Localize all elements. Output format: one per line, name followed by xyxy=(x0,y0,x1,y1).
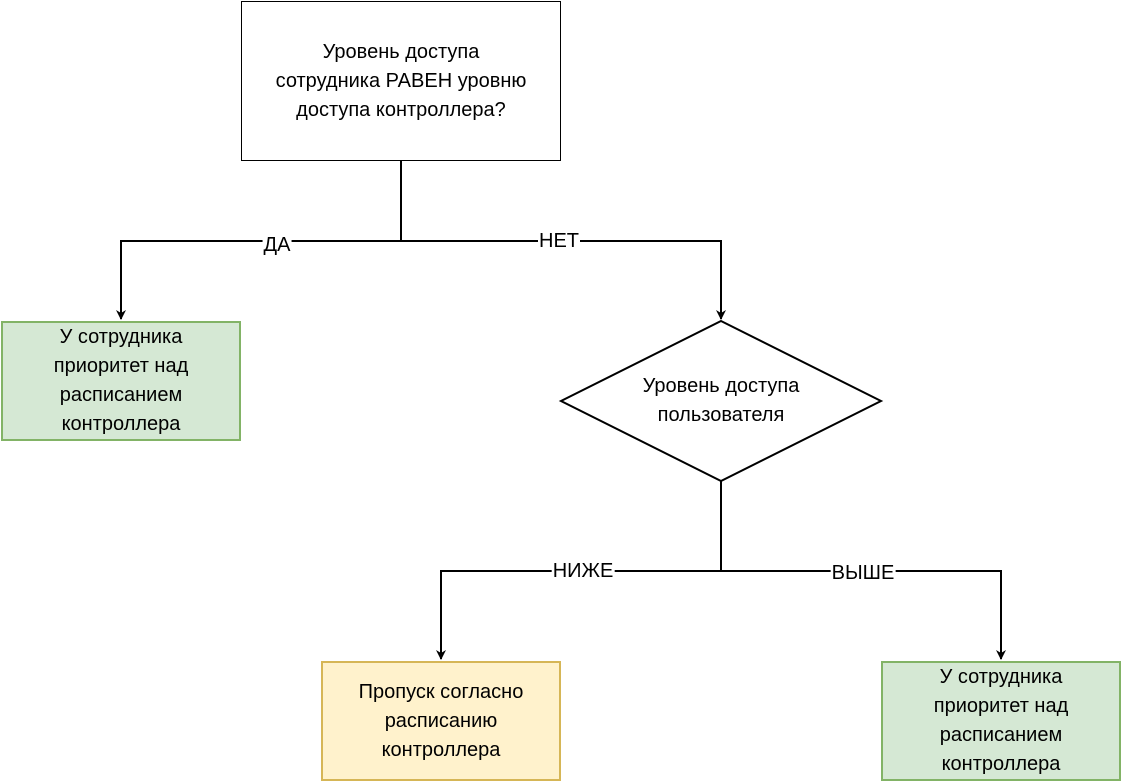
decision-level-node[interactable]: Уровень доступа пользователя xyxy=(561,321,881,481)
edge-label-higher: ВЫШЕ xyxy=(830,562,896,584)
edge-higher xyxy=(721,570,1006,660)
result-lower-node[interactable]: Пропуск согласно расписанию контроллера xyxy=(321,661,561,781)
question-equal-node[interactable]: Уровень доступа сотрудника РАВЕН уровню … xyxy=(241,1,561,161)
edge-label-yes: ДА xyxy=(262,234,292,256)
result-higher-node[interactable]: У сотрудника приоритет над расписанием к… xyxy=(881,661,1121,781)
result-yes-node[interactable]: У сотрудника приоритет над расписанием к… xyxy=(1,321,241,441)
edge-label-no: НЕТ xyxy=(538,230,580,252)
edge-yes xyxy=(116,161,402,320)
result-lower-text: Пропуск согласно расписанию контроллера xyxy=(358,680,524,761)
result-yes-text: У сотрудника приоритет над расписанием к… xyxy=(53,326,189,435)
edge-label-lower: НИЖЕ xyxy=(551,560,615,582)
question-equal-text: Уровень доступа сотрудника РАВЕН уровню … xyxy=(275,40,527,121)
decision-level-text: Уровень доступа пользователя xyxy=(642,375,800,426)
result-higher-text: У сотрудника приоритет над расписанием к… xyxy=(933,666,1069,775)
edge-no xyxy=(401,240,726,320)
